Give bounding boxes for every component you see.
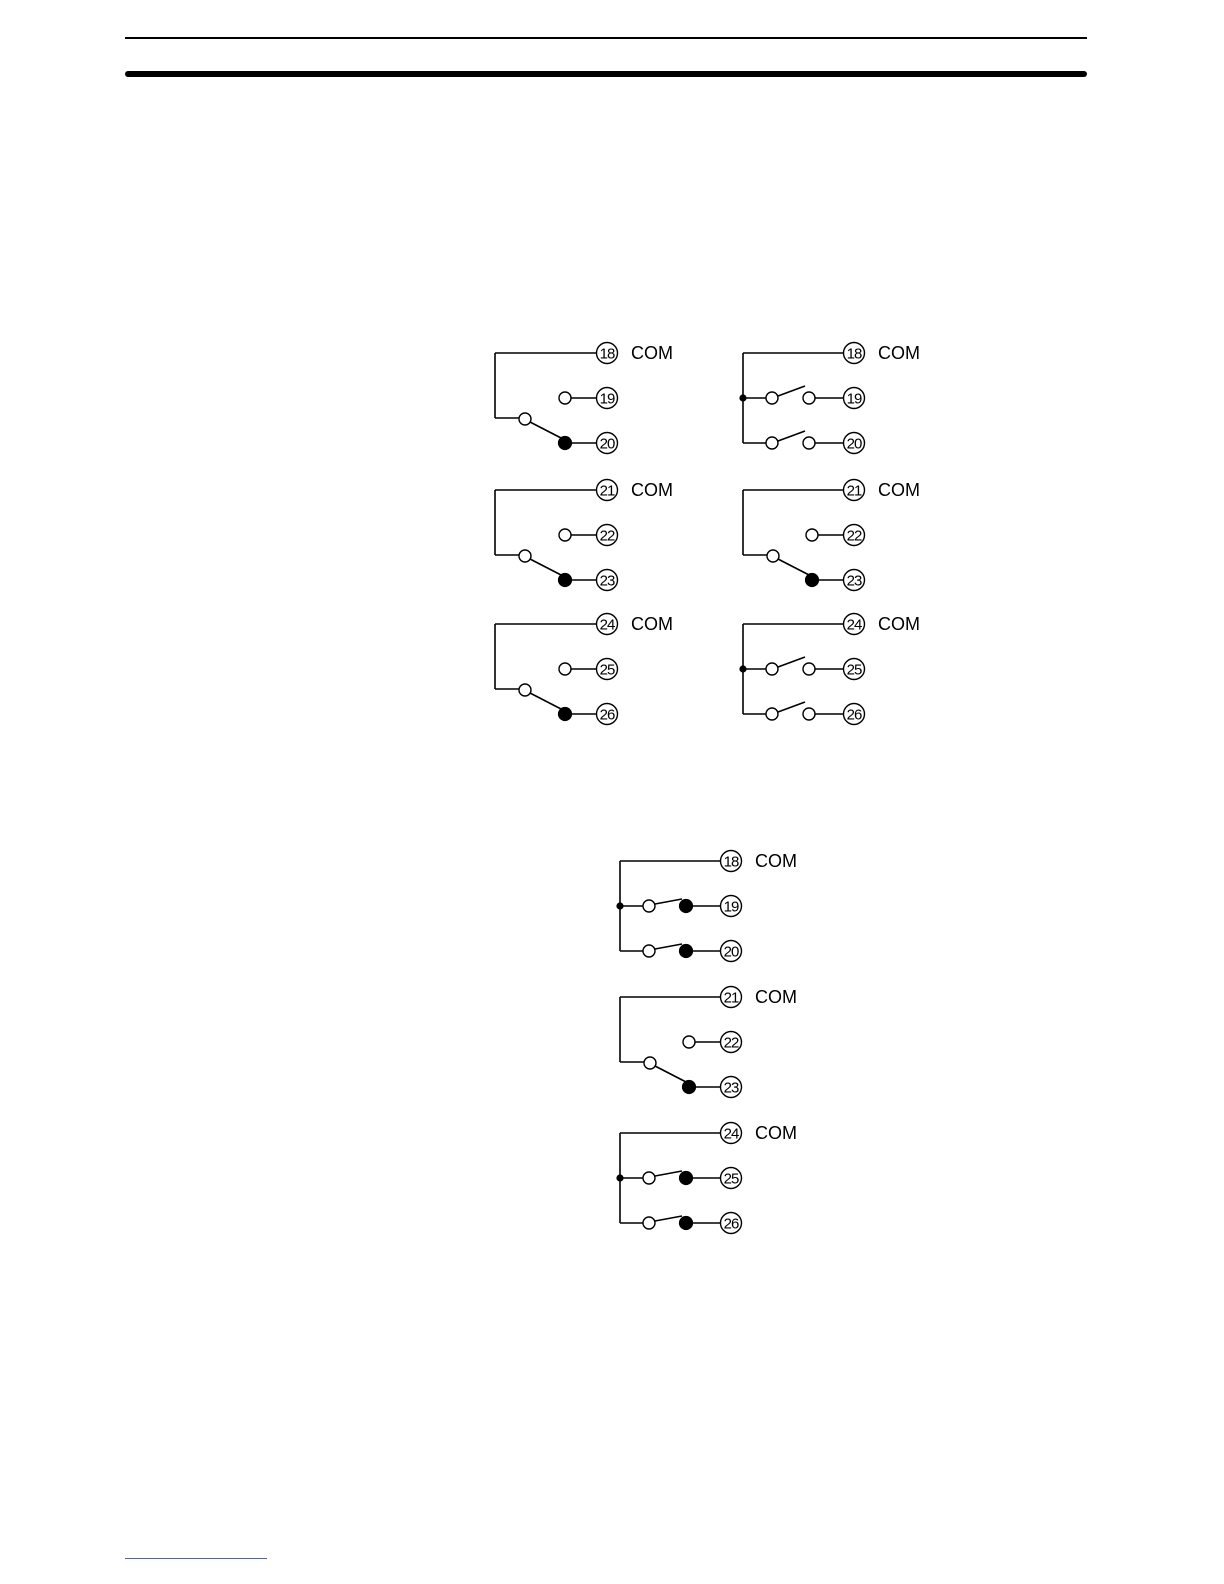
relay-block: 18 COM 19 20 xyxy=(740,343,920,454)
terminal-number: 26 xyxy=(724,1216,739,1233)
terminal-number: 24 xyxy=(724,1126,739,1143)
closed-contact xyxy=(680,945,693,958)
open-contact xyxy=(806,529,818,541)
switch-arm xyxy=(655,1066,688,1083)
terminal-number: 23 xyxy=(847,573,862,590)
terminal-number: 21 xyxy=(847,483,862,500)
pivot-node xyxy=(644,1057,656,1069)
com-label: COM xyxy=(755,1123,797,1143)
open-contact xyxy=(803,437,815,449)
footer-link-underline[interactable] xyxy=(125,1558,267,1559)
com-label: COM xyxy=(755,851,797,871)
pivot-node xyxy=(519,550,531,562)
switch-arm xyxy=(778,657,805,667)
switch-arm xyxy=(778,431,805,441)
terminal-number: 25 xyxy=(724,1171,739,1188)
pivot-node xyxy=(766,663,778,675)
relay-block: 18 COM 19 20 xyxy=(495,343,673,454)
relay-block: 24 COM 25 26 xyxy=(617,1123,797,1234)
com-label: COM xyxy=(631,480,673,500)
open-contact xyxy=(559,392,571,404)
closed-contact xyxy=(559,437,572,450)
open-contact xyxy=(559,529,571,541)
pivot-node xyxy=(519,413,531,425)
switch-arm xyxy=(530,693,563,710)
switch-arm xyxy=(655,1171,682,1176)
switch-arm xyxy=(655,944,682,949)
com-label: COM xyxy=(631,343,673,363)
pivot-node xyxy=(766,437,778,449)
terminal-number: 21 xyxy=(724,990,739,1007)
terminal-number: 24 xyxy=(600,617,615,634)
terminal-number: 18 xyxy=(847,346,862,363)
relay-block: 21 COM 22 23 xyxy=(620,987,797,1098)
pivot-node xyxy=(643,945,655,957)
switch-arm xyxy=(778,386,805,396)
closed-contact xyxy=(683,1081,696,1094)
switch-arm xyxy=(530,559,563,576)
terminal-number: 23 xyxy=(600,573,615,590)
relay-block: 24 COM 25 26 xyxy=(740,614,920,725)
terminal-number: 19 xyxy=(724,899,739,916)
open-contact xyxy=(803,392,815,404)
switch-arm xyxy=(655,899,682,904)
terminal-number: 23 xyxy=(724,1080,739,1097)
com-label: COM xyxy=(878,614,920,634)
terminal-number: 20 xyxy=(847,436,862,453)
terminal-number: 19 xyxy=(600,391,615,408)
open-contact xyxy=(559,663,571,675)
switch-arm xyxy=(530,422,563,439)
open-contact xyxy=(683,1036,695,1048)
pivot-node xyxy=(766,708,778,720)
terminal-number: 26 xyxy=(600,707,615,724)
terminal-number: 24 xyxy=(847,617,862,634)
terminal-number: 18 xyxy=(600,346,615,363)
com-label: COM xyxy=(878,480,920,500)
pivot-node xyxy=(643,1217,655,1229)
terminal-number: 25 xyxy=(847,662,862,679)
relay-block: 18 COM 19 20 xyxy=(617,851,797,962)
closed-contact xyxy=(680,1217,693,1230)
com-label: COM xyxy=(755,987,797,1007)
com-label: COM xyxy=(878,343,920,363)
closed-contact xyxy=(559,574,572,587)
terminal-number: 19 xyxy=(847,391,862,408)
terminal-number: 20 xyxy=(600,436,615,453)
terminal-number: 20 xyxy=(724,944,739,961)
closed-contact xyxy=(680,900,693,913)
terminal-number: 26 xyxy=(847,707,862,724)
closed-contact xyxy=(559,708,572,721)
relay-block: 21 COM 22 23 xyxy=(495,480,673,591)
terminal-number: 22 xyxy=(600,528,615,545)
terminal-number: 22 xyxy=(724,1035,739,1052)
terminal-number: 18 xyxy=(724,854,739,871)
switch-arm xyxy=(778,559,811,576)
pivot-node xyxy=(643,1172,655,1184)
closed-contact xyxy=(806,574,819,587)
switch-arm xyxy=(778,702,805,712)
terminal-number: 22 xyxy=(847,528,862,545)
com-label: COM xyxy=(631,614,673,634)
open-contact xyxy=(803,663,815,675)
relay-block: 24 COM 25 26 xyxy=(495,614,673,725)
pivot-node xyxy=(643,900,655,912)
open-contact xyxy=(803,708,815,720)
pivot-node xyxy=(766,392,778,404)
relay-block: 21 COM 22 23 xyxy=(743,480,920,591)
pivot-node xyxy=(767,550,779,562)
closed-contact xyxy=(680,1172,693,1185)
pivot-node xyxy=(519,684,531,696)
switch-arm xyxy=(655,1216,682,1221)
terminal-number: 25 xyxy=(600,662,615,679)
terminal-number: 21 xyxy=(600,483,615,500)
